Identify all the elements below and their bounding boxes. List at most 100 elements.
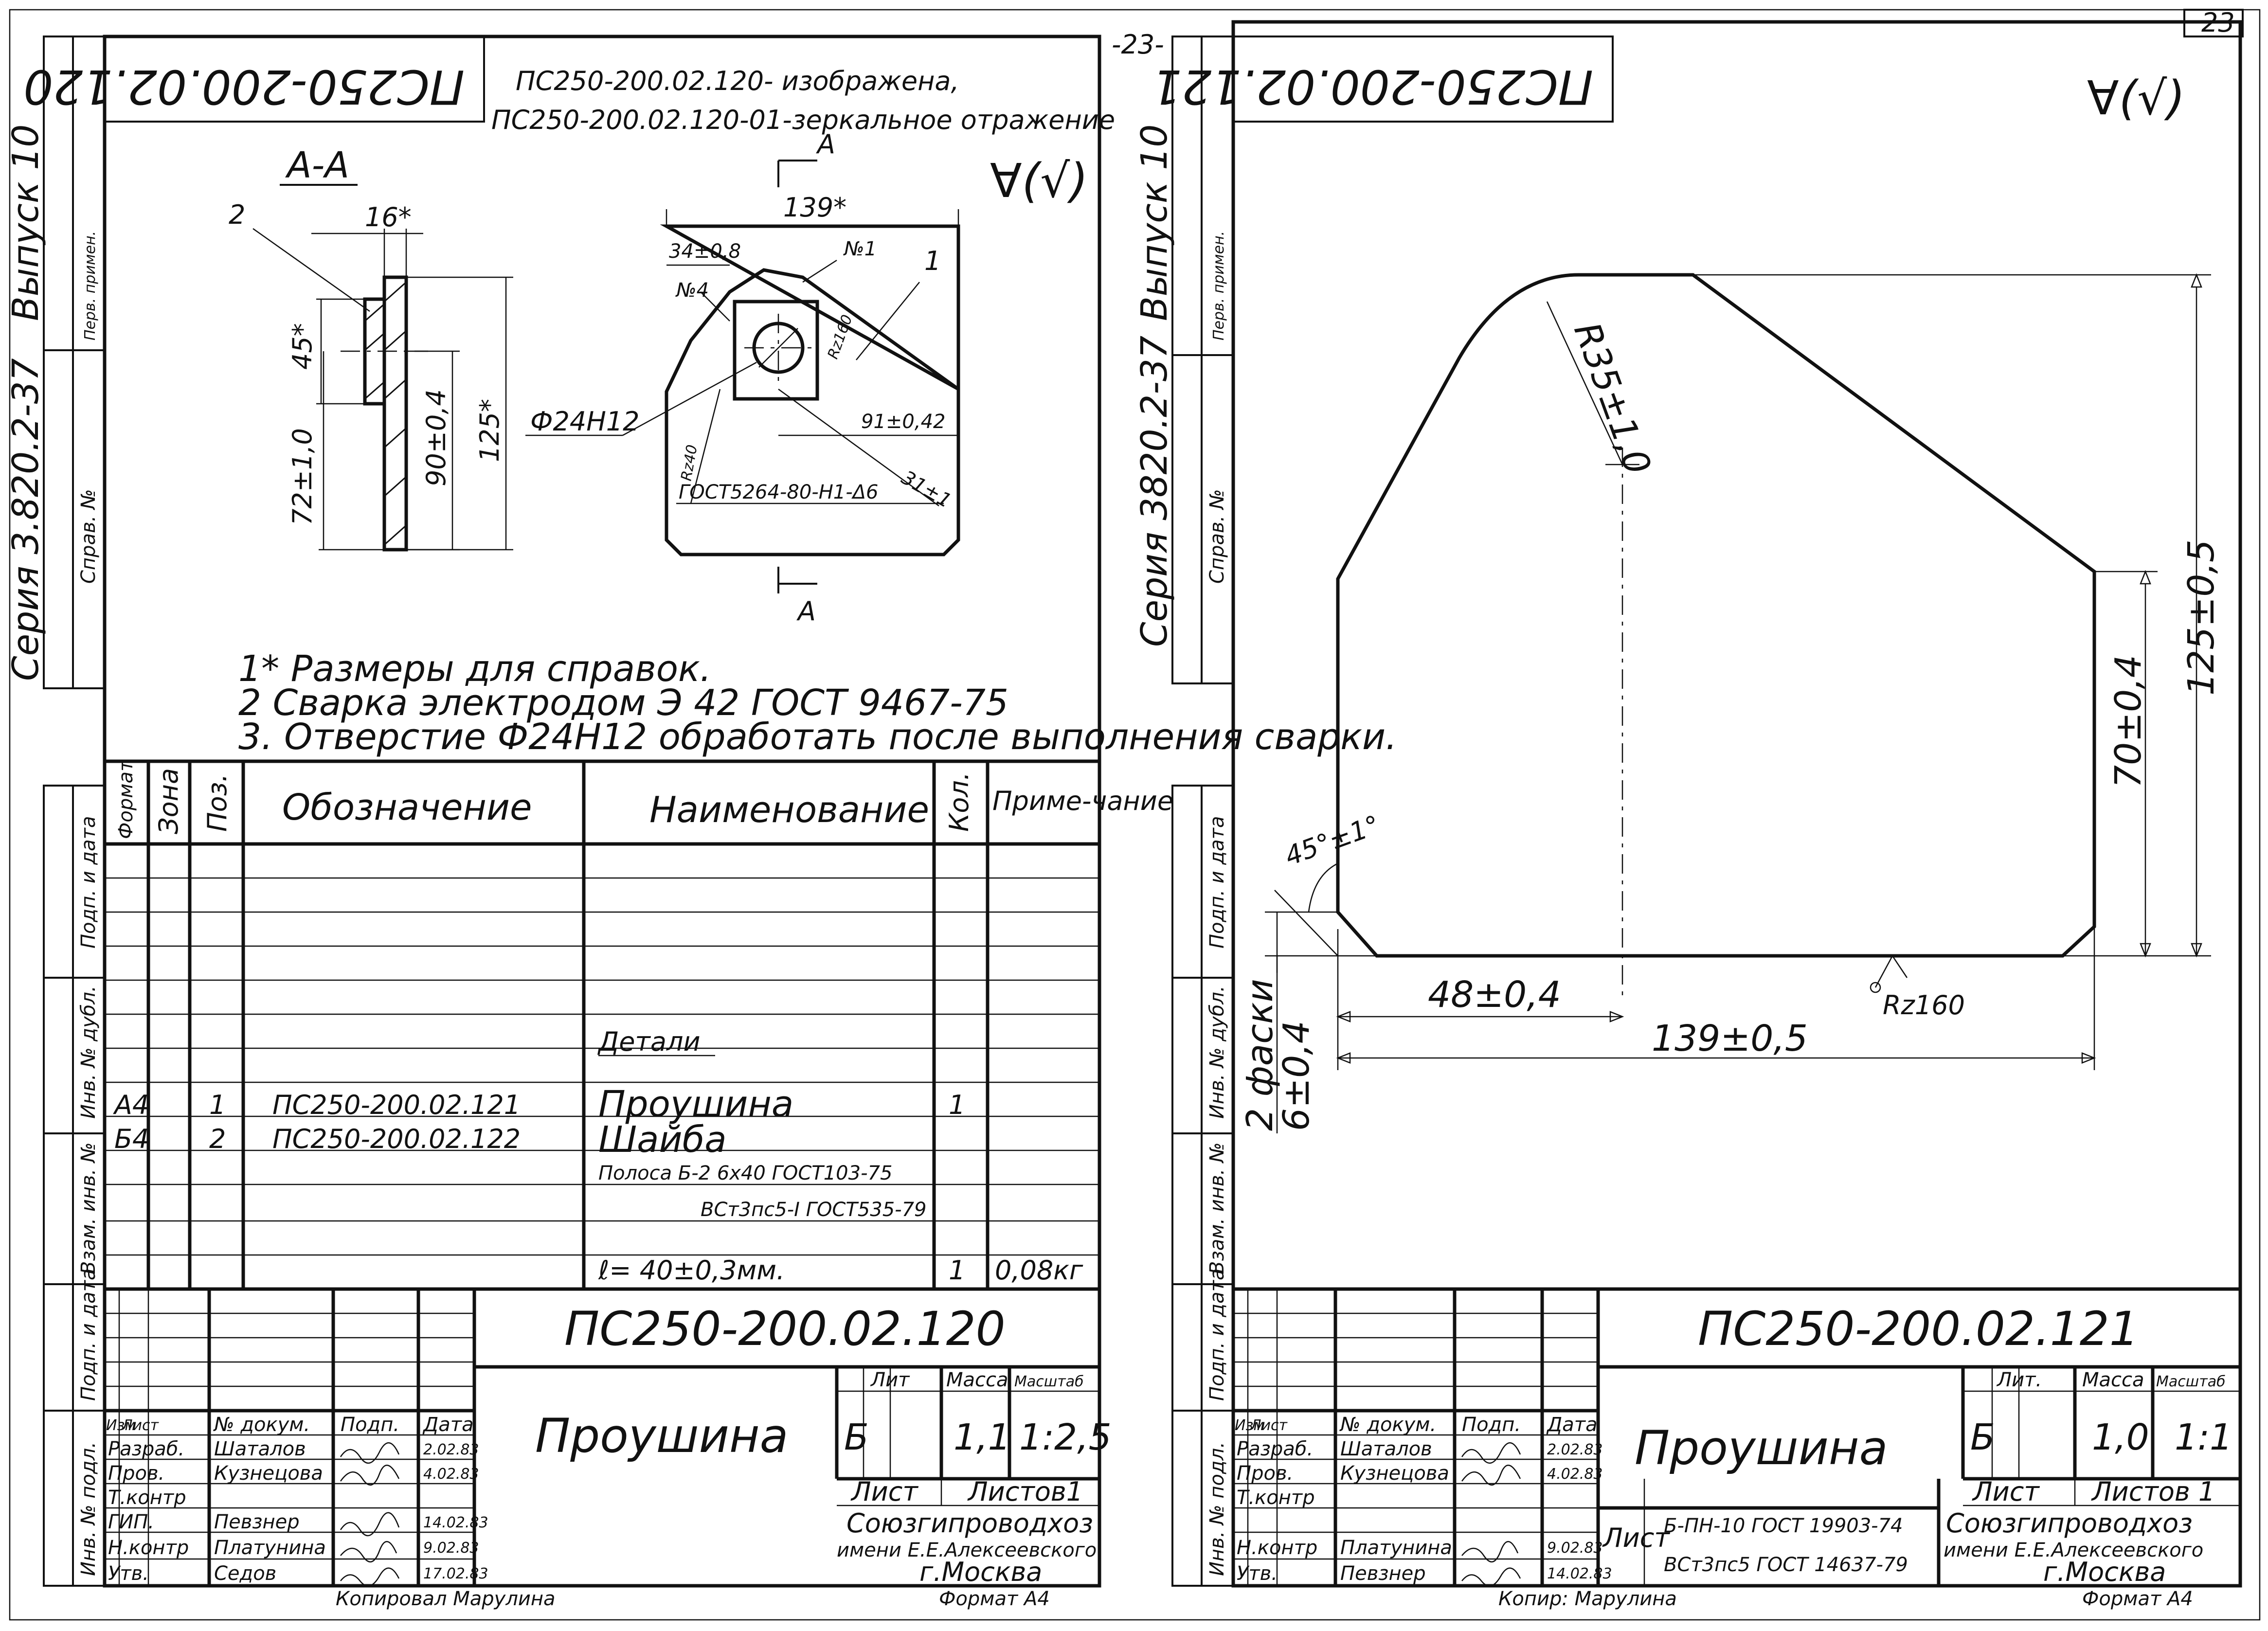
right-format: Формат А4 [2082, 1588, 2193, 1610]
left-mirror-note-2: ПС250-200.02.120-01-зеркальное отражение [491, 105, 1115, 135]
spec-row-2-pos: 2 [209, 1124, 226, 1154]
stamp-date: 9.02.83 [1547, 1540, 1603, 1557]
left-title-block: Изм Лист № докум. Подп. Дата Разраб. Шат… [105, 1287, 1112, 1587]
left-title-name: Проушина [535, 1409, 789, 1463]
right-lists-label: Листов 1 [2091, 1476, 2215, 1507]
signature [1461, 1541, 1519, 1563]
left-org-2: имени Е.Е.Алексеевского [837, 1539, 1097, 1561]
spec-material-2: ВСт3пс5-I ГОСТ535-79 [701, 1199, 926, 1221]
right-material-2: ВСт3пс5 ГОСТ 14637-79 [1664, 1554, 1908, 1576]
sign-date2-left: Подп. и дата [77, 1269, 100, 1401]
left-title-code: ПС250-200.02.120 [564, 1302, 1006, 1356]
center-mark: -23- [1112, 29, 1164, 60]
right-code-flipped: ПС250-200.02.121 [1152, 59, 1593, 114]
table-row: Б4 2 ПС250-200.02.122 Шайба [114, 1119, 727, 1161]
spec-row-1-pos: 1 [209, 1090, 226, 1120]
spec-row-2-format: Б4 [114, 1124, 149, 1154]
right-copied: Копир: Марулина [1498, 1588, 1677, 1610]
stamp-person: Платунина [1340, 1537, 1452, 1559]
cut-label-top: А [816, 129, 835, 160]
spec-header-qty: Кол. [944, 772, 974, 832]
stamp-date: 4.02.83 [423, 1466, 479, 1483]
label-dim125-right: 125±0,5 [2180, 539, 2222, 696]
right-org-2: имени Е.Е.Алексеевского [1944, 1539, 2203, 1561]
signature [1461, 1465, 1521, 1486]
right-scale-header: Масштаб [2156, 1373, 2226, 1390]
spec-material-1: Полоса Б-2 6х40 ГОСТ103-75 [598, 1162, 892, 1184]
stamp-date: 2.02.83 [423, 1441, 479, 1458]
label-pos1: 1 [924, 246, 941, 276]
spec-row-2-designation: ПС250-200.02.122 [272, 1124, 521, 1154]
sheet-number: 23 [2201, 7, 2235, 38]
left-lit-header: Лит [870, 1369, 910, 1391]
left-roughness: ∀(√) [990, 154, 1088, 208]
right-org-1: Союзгипроводхоз [1946, 1508, 2193, 1539]
signature [340, 1512, 400, 1537]
stamp-role: Н.контр [1237, 1537, 1317, 1559]
stamp-person: Платунина [214, 1537, 326, 1559]
signature [340, 1567, 400, 1587]
label-dim16: 16* [365, 202, 412, 233]
note-1: 1* Размеры для справок. [238, 648, 711, 690]
right-lit-header: Лит. [1996, 1369, 2042, 1391]
interchange-left: Взам. инв. № [77, 1142, 100, 1274]
first-use-right: Перв. примен. [1210, 231, 1227, 341]
signature [340, 1541, 397, 1563]
sign-date-left: Подп. и дата [77, 816, 100, 949]
stamp-role: Пров. [108, 1462, 164, 1485]
signature [1461, 1442, 1521, 1464]
label-hole: Ф24Н12 [530, 406, 640, 437]
stamp-role: Пров. [1237, 1462, 1293, 1485]
label-dim139-top: 139* [783, 192, 846, 223]
stamp-role: Утв. [108, 1562, 149, 1585]
note-2: 2 Сварка электродом Э 42 ГОСТ 9467-75 [238, 682, 1008, 724]
inv-orig-right: Инв. № подл. [1206, 1442, 1228, 1576]
right-mass-header: Масса [2082, 1369, 2144, 1391]
label-dim72: 72±1,0 [287, 428, 318, 525]
signature [340, 1465, 400, 1486]
stamp-person: Кузнецова [214, 1462, 323, 1485]
stamp-header-izm: Изм [1235, 1417, 1264, 1434]
stamp-header-date: Дата [422, 1414, 474, 1436]
stamp-header-sign: Подп. [341, 1414, 399, 1436]
signature [1461, 1567, 1521, 1587]
left-copied: Копировал Марулина [336, 1588, 556, 1610]
stamp-role: Утв. [1237, 1562, 1278, 1585]
stamp-date: 2.02.83 [1547, 1441, 1603, 1458]
inv-dup-left: Инв. № дубл. [77, 986, 100, 1119]
stamp-header-sign: Подп. [1462, 1414, 1521, 1436]
spec-material-3: ℓ= 40±0,3мм. [598, 1255, 785, 1286]
spec-header-format: Формат [115, 759, 137, 839]
stamp-role: Н.контр [108, 1537, 189, 1559]
sign-date-right: Подп. и дата [1206, 816, 1228, 949]
right-sidebar: Серия 3820.2-37 Выпуск 10 Перв. примен. … [1134, 36, 1234, 1587]
label-n1: №1 [843, 238, 877, 260]
section-a-a-view: А-А 2 16* 45* 72± [229, 144, 513, 552]
stamp-date: 17.02.83 [423, 1565, 488, 1582]
spec-row-1-designation: ПС250-200.02.121 [272, 1090, 521, 1120]
right-material-1: Б-ПН-10 ГОСТ 19903-74 [1664, 1515, 1903, 1537]
stamp-header-doc: № докум. [213, 1414, 310, 1436]
right-title-name: Проушина [1635, 1421, 1888, 1475]
spec-row-1-qty: 1 [949, 1090, 965, 1120]
right-org-3: г.Москва [2043, 1557, 2166, 1587]
stamp-person: Певзнер [1340, 1562, 1426, 1585]
left-list-label: Лист [850, 1476, 918, 1507]
stamp-person: Шаталов [1340, 1438, 1432, 1460]
label-dim139-right: 139±0,5 [1652, 1018, 1808, 1059]
stamp-person: Певзнер [214, 1511, 300, 1533]
left-scale-value: 1:2,5 [1019, 1416, 1112, 1458]
label-angle: 45°±1° [1281, 809, 1384, 872]
right-list-label: Лист [1972, 1476, 2040, 1507]
right-code-box [1232, 36, 1614, 123]
label-dim70: 70±0,4 [2107, 655, 2149, 788]
label-dim48: 48±0,4 [1428, 974, 1561, 1016]
sign-date2-right: Подп. и дата [1206, 1269, 1228, 1401]
cut-label-bottom: А [796, 596, 816, 627]
spec-row-1-format: А4 [113, 1090, 149, 1120]
left-scale-header: Масштаб [1014, 1373, 1084, 1390]
part-view: R35±1,0 125±0,5 70±0,4 45°±1° 2 фаски 6±… [1239, 273, 2222, 1133]
series-left: Серия 3.820.2-37 [5, 358, 47, 681]
left-code-flipped: ПС250-200.02.120 [23, 59, 465, 114]
ref-no-right: Справ. № [1206, 489, 1228, 584]
